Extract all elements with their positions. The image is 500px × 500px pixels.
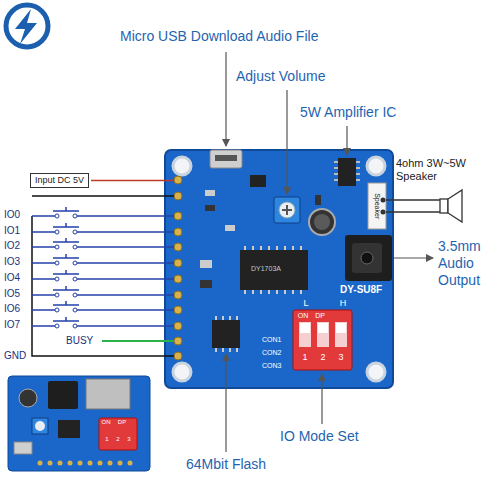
callout-label: 3.5mm Audio Output — [438, 238, 496, 288]
brand-logo — [6, 5, 48, 47]
chip-marking: DY1703A — [251, 265, 281, 273]
pin-name: GND — [4, 350, 26, 362]
switch-marking: DP — [118, 419, 126, 426]
switch-number: 1 — [302, 352, 307, 363]
callout-label: IO Mode Set — [280, 428, 359, 445]
callout-label: 64Mbit Flash — [186, 456, 266, 473]
switch-number: 2 — [116, 436, 119, 443]
pin-name: IO3 — [4, 256, 20, 268]
pin-name: IO1 — [4, 225, 20, 237]
pin-name: IO2 — [4, 240, 20, 252]
pcb-board — [165, 150, 393, 388]
pin-name: IO4 — [4, 272, 20, 284]
switch-number: 1 — [105, 436, 108, 443]
connector-marking: Speaker — [373, 193, 381, 219]
board-marking: CON2 — [262, 349, 281, 357]
pin-name: IO7 — [4, 319, 20, 331]
callout-label: 5W Amplifier IC — [300, 104, 396, 121]
input-box: Input DC 5V — [30, 173, 89, 188]
switch-number: 3 — [338, 352, 343, 363]
speaker-symbol — [386, 190, 462, 222]
io-wiring — [32, 196, 174, 356]
board-marking: H — [340, 298, 347, 309]
input-label: Input DC 5V — [35, 175, 84, 186]
pin-name: IO5 — [4, 288, 20, 300]
leader-arrows — [226, 52, 433, 452]
pin-name: IO0 — [4, 209, 20, 221]
switch-marking: DP — [315, 312, 325, 320]
switch-marking: ON — [102, 419, 111, 426]
callout-label: Adjust Volume — [236, 68, 326, 85]
board-marking: CON3 — [262, 362, 281, 370]
callout-label: Micro USB Download Audio File — [120, 28, 318, 45]
power-wire — [91, 180, 174, 182]
switch-marking: ON — [298, 312, 309, 320]
board-marking: DY-SU8F — [340, 284, 382, 296]
board-marking: CON1 — [262, 336, 281, 344]
callout-label: 4ohm 3W~5W Speaker — [396, 157, 488, 183]
switch-number: 3 — [127, 436, 130, 443]
pin-name: BUSY — [66, 335, 93, 347]
switch-number: 2 — [320, 352, 325, 363]
board-marking: L — [303, 298, 308, 309]
product-photo — [8, 376, 150, 471]
pin-name: IO6 — [4, 303, 20, 315]
